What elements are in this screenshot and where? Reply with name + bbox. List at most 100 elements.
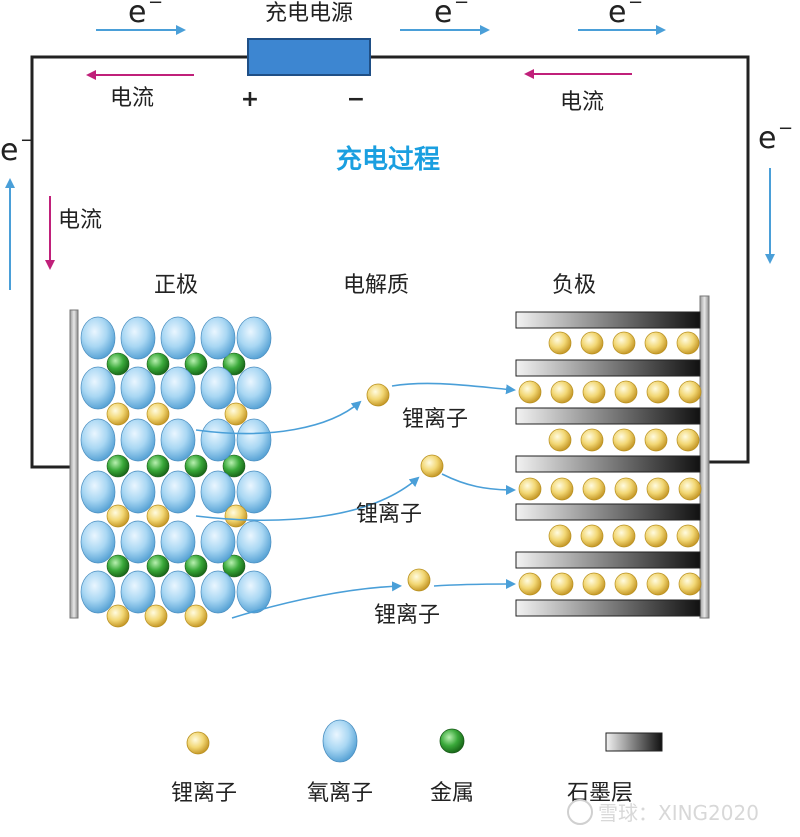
metal-atom	[146, 554, 170, 578]
oxygen-ion	[80, 366, 116, 410]
oxygen-ion	[80, 570, 116, 614]
metal-atom	[222, 454, 246, 478]
lithium-ion	[146, 504, 170, 528]
metal-atom	[146, 352, 170, 376]
intercalated-lithium-ion	[614, 572, 638, 596]
legend-graphite-icon	[605, 732, 663, 752]
ion-label-3: 锂离子	[374, 603, 440, 628]
intercalated-lithium-ion	[614, 380, 638, 404]
intercalated-lithium-ion	[550, 380, 574, 404]
intercalated-lithium-ion	[550, 572, 574, 596]
oxygen-ion	[120, 418, 156, 462]
oxygen-ion	[200, 570, 236, 614]
legend-lithium-label: 锂离子	[171, 781, 237, 806]
legend-metal-icon	[439, 728, 465, 754]
oxygen-ion	[160, 418, 196, 462]
oxygen-ion	[160, 520, 196, 564]
oxygen-ion	[236, 418, 272, 462]
svg-text:−: −	[454, 0, 469, 13]
oxygen-ion	[200, 316, 236, 360]
source-minus: −	[347, 87, 365, 112]
metal-atom	[184, 554, 208, 578]
oxygen-ion	[80, 316, 116, 360]
legend-metal-label: 金属	[430, 781, 474, 806]
ion-path-3	[231, 581, 402, 619]
oxygen-ion	[80, 418, 116, 462]
oxygen-ion	[200, 366, 236, 410]
intercalated-lithium-ion	[548, 524, 572, 548]
intercalated-lithium-ion	[582, 477, 606, 501]
intercalated-lithium-ion	[644, 428, 668, 452]
intercalated-lithium-ion	[644, 524, 668, 548]
negative-electrode-label: 负极	[552, 273, 596, 298]
oxygen-ion	[120, 570, 156, 614]
ion-path-2	[195, 476, 420, 521]
oxygen-ion	[160, 470, 196, 514]
lithium-ion	[224, 402, 248, 426]
intercalated-lithium-ion	[646, 477, 670, 501]
intercalated-lithium-ion	[580, 524, 604, 548]
intercalated-lithium-ion	[518, 572, 542, 596]
metal-atom	[184, 352, 208, 376]
electron-label-5: e −	[758, 118, 793, 156]
svg-text:−: −	[778, 118, 793, 139]
ion-path-2b	[441, 473, 516, 495]
graphite-layer	[515, 407, 701, 425]
oxygen-ion	[80, 470, 116, 514]
legend-oxygen-icon	[322, 719, 358, 763]
oxygen-ion	[200, 520, 236, 564]
lithium-ion	[106, 402, 130, 426]
anode-layers	[515, 311, 702, 617]
ion-path-3b	[433, 579, 516, 590]
svg-text:e: e	[434, 0, 452, 30]
graphite-layer	[515, 359, 701, 377]
ion-label-1: 锂离子	[402, 407, 468, 432]
circuit-wire	[30, 55, 750, 469]
intercalated-lithium-ion	[678, 572, 702, 596]
electron-label-1: e −	[128, 0, 163, 30]
legend-lithium-icon	[186, 731, 210, 755]
oxygen-ion	[120, 470, 156, 514]
oxygen-ion	[120, 520, 156, 564]
intercalated-lithium-ion	[550, 477, 574, 501]
svg-text:−: −	[628, 0, 643, 13]
oxygen-ion	[120, 366, 156, 410]
svg-text:e: e	[758, 121, 776, 156]
migrating-ion-1	[366, 383, 390, 407]
intercalated-lithium-ion	[678, 477, 702, 501]
metal-atom	[222, 554, 246, 578]
oxygen-ion	[80, 520, 116, 564]
oxygen-ion	[236, 570, 272, 614]
migrating-ion-2	[420, 454, 444, 478]
lithium-ion	[184, 604, 208, 628]
metal-atom	[222, 352, 246, 376]
intercalated-lithium-ion	[518, 380, 542, 404]
source-plus: +	[241, 87, 259, 112]
oxygen-ion	[236, 316, 272, 360]
intercalated-lithium-ion	[676, 428, 700, 452]
lithium-ion	[224, 504, 248, 528]
migrating-ion-3	[407, 568, 431, 592]
metal-atom	[106, 454, 130, 478]
intercalated-lithium-ion	[646, 380, 670, 404]
watermark-logo-icon	[567, 799, 593, 825]
graphite-layer	[515, 599, 701, 617]
intercalated-lithium-ion	[518, 477, 542, 501]
charging-source	[247, 38, 371, 76]
svg-text:e: e	[128, 0, 146, 30]
lithium-ion	[146, 402, 170, 426]
intercalated-lithium-ion	[580, 428, 604, 452]
legend-oxygen-label: 氧离子	[307, 781, 373, 806]
diagram-title: 充电过程	[336, 144, 440, 175]
intercalated-lithium-ion	[612, 524, 636, 548]
metal-atom	[146, 454, 170, 478]
electron-label-2: e −	[434, 0, 469, 30]
electron-label-4: e −	[0, 130, 35, 168]
watermark: 雪球：XING2020	[567, 799, 759, 825]
ion-migration-paths	[195, 382, 516, 619]
electrolyte-label: 电解质	[343, 273, 409, 298]
graphite-layer	[515, 455, 701, 473]
oxygen-ion	[160, 366, 196, 410]
graphite-layer	[515, 311, 701, 329]
intercalated-lithium-ion	[614, 477, 638, 501]
